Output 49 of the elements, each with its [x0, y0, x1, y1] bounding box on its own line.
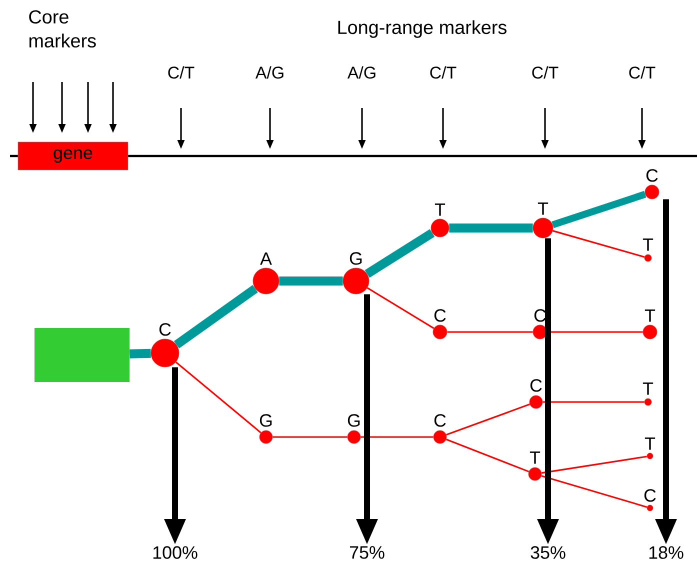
allele-letter: T: [642, 238, 654, 251]
allele-letter: T: [644, 309, 656, 322]
allele-letter: C: [534, 309, 546, 322]
allele-letter: G: [348, 414, 360, 427]
allele-letter: T: [434, 203, 446, 216]
branch-line: [552, 230, 645, 258]
branch-line: [366, 287, 434, 329]
branch-line: [364, 229, 435, 278]
allele-letter: T: [642, 382, 654, 395]
branch-line: [542, 401, 644, 403]
percentage: 75%: [350, 546, 384, 559]
percentage: 100%: [153, 546, 198, 559]
allele-pair: A/G: [255, 66, 284, 79]
allele-pair: A/G: [347, 66, 376, 79]
allele-letter: T: [530, 451, 540, 464]
branch-line: [446, 404, 530, 436]
branch-line: [541, 475, 648, 508]
branch-line: [449, 224, 533, 232]
allele-pair: C/T: [629, 66, 656, 79]
branch-line: [552, 190, 646, 228]
branch-line: [175, 361, 262, 434]
allele-pair: C/T: [532, 66, 558, 79]
allele-letter: C: [434, 309, 446, 322]
allele-letter: C: [644, 489, 656, 502]
branch-line: [447, 331, 533, 333]
heading: Long-range markers: [338, 20, 506, 38]
allele-letter: C: [530, 379, 542, 392]
allele-pair: C/T: [430, 66, 456, 79]
allele-pair: C/T: [168, 66, 194, 79]
branch-line: [272, 436, 348, 438]
haplotype-box: [34, 328, 130, 382]
branch-line: [174, 285, 258, 348]
branch-line: [542, 456, 647, 474]
heading: Core markers: [29, 10, 96, 48]
allele-letter: A: [260, 252, 272, 265]
allele-letter: T: [644, 437, 656, 450]
branch-line: [130, 348, 151, 358]
percentage: 18%: [649, 546, 684, 559]
allele-letter: C: [434, 414, 446, 427]
branch-line: [279, 276, 343, 286]
allele-letter: C: [159, 323, 171, 336]
allele-letter: C: [646, 169, 658, 182]
branch-line: [360, 436, 434, 438]
branch-line: [446, 438, 530, 472]
gene-box: gene: [18, 142, 128, 170]
allele-letter: T: [538, 202, 548, 215]
allele-letter: G: [350, 252, 362, 265]
allele-letter: G: [260, 414, 272, 427]
percentage: 35%: [530, 546, 566, 559]
